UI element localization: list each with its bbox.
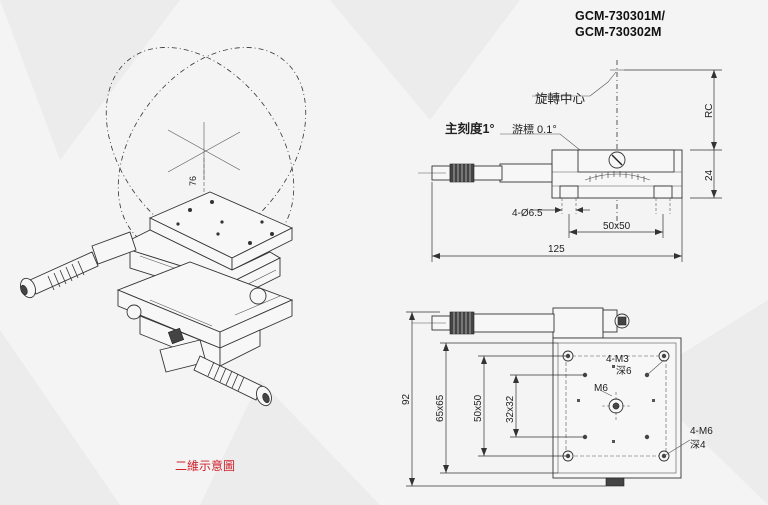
model-title-line2: GCM-730302M (575, 25, 662, 39)
rc-label: RC (704, 104, 715, 118)
main-scale-label: 主刻度1° (445, 121, 494, 136)
m3-depth: 深6 (616, 365, 632, 377)
rotation-center-label: 旋轉中心 (535, 91, 586, 106)
iso-height-label: 76 (188, 176, 198, 186)
dim-50: 50x50 (473, 394, 484, 422)
m6-label: M6 (594, 383, 608, 394)
micrometer-right (159, 339, 272, 407)
m3-label: 4-M3 (606, 354, 629, 365)
dim-32: 32x32 (505, 395, 516, 423)
pitch-label: 50x50 (603, 221, 631, 232)
side-view: 旋轉中心 RC 24 主刻度1° 游標 0.1° (418, 60, 722, 262)
micrometer-left (20, 231, 137, 299)
m6-corner-label: 4-M6 (690, 426, 713, 437)
vernier-label: 游標 0.1° (512, 122, 557, 136)
hole-label: 4-Ø6.5 (512, 208, 543, 219)
diagram-caption: 二維示意圖 (175, 459, 236, 473)
top-plate-holes (176, 200, 274, 245)
dim-65: 65x65 (435, 394, 446, 422)
dim-92: 92 (401, 393, 412, 405)
height-24-label: 24 (704, 169, 715, 181)
top-view: 4-M3 深6 M6 4-M6 深4 92 65x65 50x50 (401, 307, 713, 487)
length-label: 125 (548, 244, 565, 255)
isometric-view: 76 (20, 47, 307, 407)
model-title-line1: GCM-730301M/ (575, 9, 666, 23)
m6-corner-depth: 深4 (690, 439, 706, 451)
